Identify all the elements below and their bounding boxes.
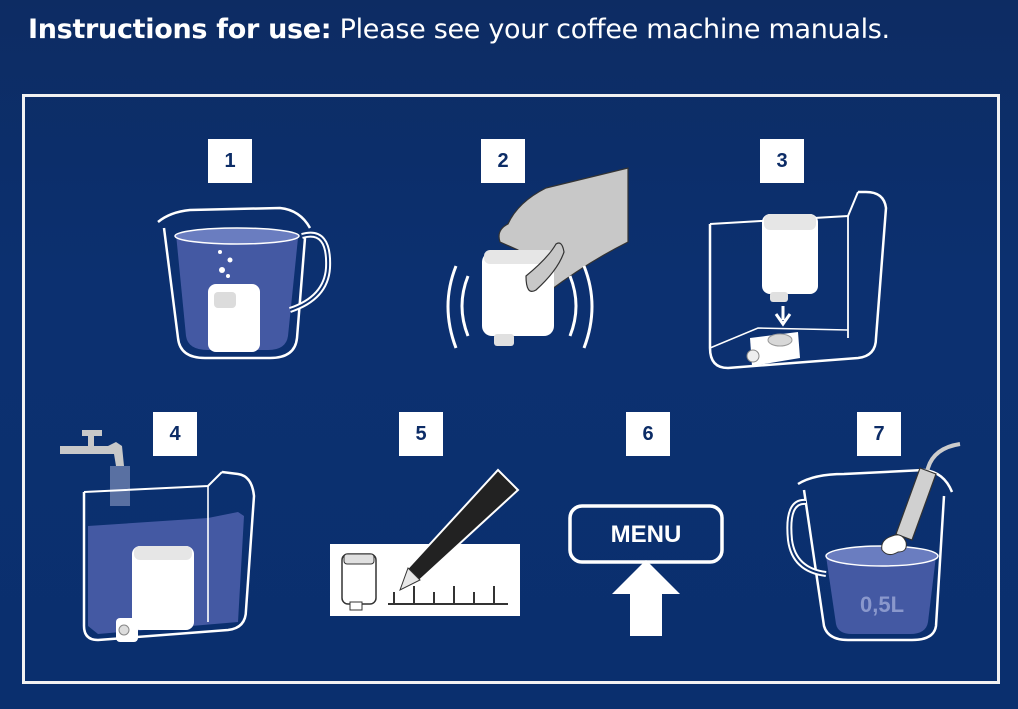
title-rest: Please see your coffee machine manuals. (339, 14, 891, 45)
step-number-6: 6 (626, 412, 670, 456)
page-title: Instructions for use: Please see your co… (28, 14, 890, 45)
step-number-3: 3 (760, 139, 804, 183)
hand-shaking-filter-icon (446, 167, 629, 349)
volume-label: 0,5L (860, 592, 904, 617)
jug-with-filter-icon (157, 206, 332, 360)
step-number-5: 5 (399, 412, 443, 456)
jug-with-steam-wand-icon: 0,5L (786, 442, 961, 642)
step-number-7: 7 (857, 412, 901, 456)
step-number-4: 4 (153, 412, 197, 456)
mark-date-pencil-icon (330, 468, 520, 616)
menu-label: MENU (611, 521, 682, 548)
step-number-2: 2 (481, 139, 525, 183)
title-bold: Instructions for use: (28, 14, 332, 45)
fill-tank-from-tap-icon (60, 430, 256, 642)
menu-button-icon: MENU (568, 504, 724, 636)
instructions-frame (22, 94, 1000, 684)
step-number-1: 1 (208, 139, 252, 183)
filter-into-tank-icon (708, 190, 888, 370)
